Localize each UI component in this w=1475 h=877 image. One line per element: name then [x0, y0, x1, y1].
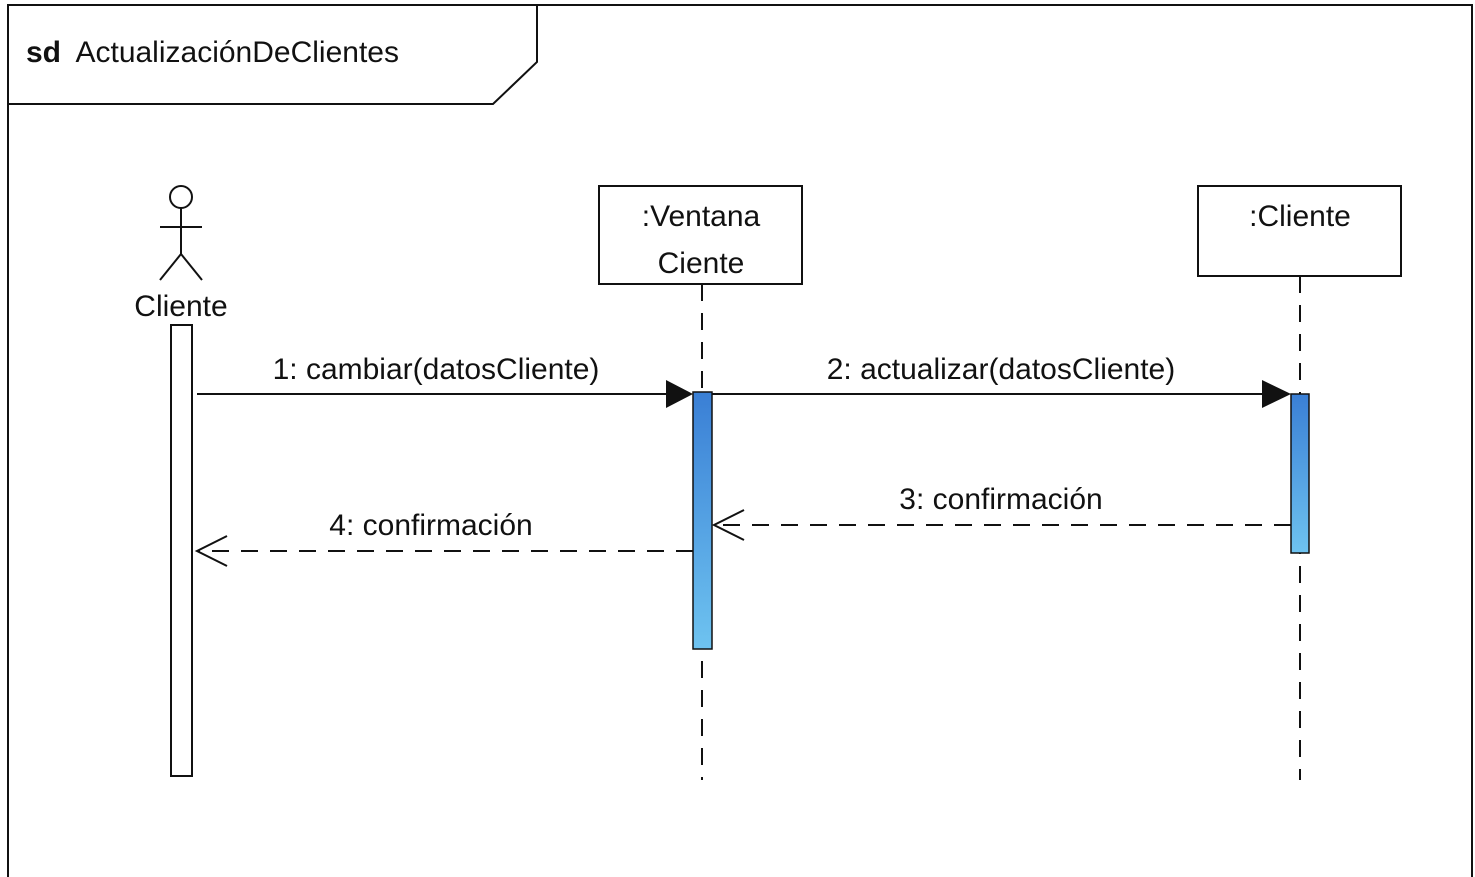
lifeline-label-line1: :Ventana [642, 200, 761, 233]
message-3[interactable]: 3: confirmación [711, 483, 1291, 541]
frame-title: ActualizaciónDeClientes [75, 36, 399, 69]
frame-header: sd ActualizaciónDeClientes [26, 36, 399, 69]
lifeline-label-line2: Ciente [658, 247, 745, 280]
frame-border [7, 4, 1473, 877]
message-label: 4: confirmación [329, 509, 532, 542]
frame-keyword: sd [26, 36, 61, 69]
filled-arrowhead-icon [1262, 380, 1291, 408]
activation-bar [1290, 393, 1310, 554]
message-2[interactable]: 2: actualizar(datosCliente) [712, 353, 1291, 408]
lifeline-ventana-ciente[interactable]: :Ventana Ciente [598, 185, 803, 780]
actor-activation-bar [170, 324, 193, 777]
stick-figure-icon [159, 185, 203, 281]
message-label: 2: actualizar(datosCliente) [827, 353, 1176, 386]
open-arrowhead-icon [194, 535, 228, 567]
activation-bar [692, 391, 713, 650]
lifeline-head-box [598, 185, 803, 285]
message-label: 1: cambiar(datosCliente) [273, 353, 600, 386]
message-1[interactable]: 1: cambiar(datosCliente) [197, 353, 693, 408]
lifeline-label: :Cliente [1249, 200, 1351, 233]
sd-frame: sd ActualizaciónDeClientes [7, 4, 1473, 877]
filled-arrowhead-icon [666, 380, 693, 408]
actor-label: Cliente [134, 290, 227, 323]
lifeline-head-box [1197, 185, 1402, 277]
frame-name-tab [8, 5, 538, 105]
actor-cliente[interactable]: Cliente [134, 185, 228, 777]
open-arrowhead-icon [711, 509, 745, 541]
lifeline-cliente[interactable]: :Cliente [1197, 185, 1402, 780]
message-4[interactable]: 4: confirmación [194, 509, 693, 567]
message-label: 3: confirmación [899, 483, 1102, 516]
